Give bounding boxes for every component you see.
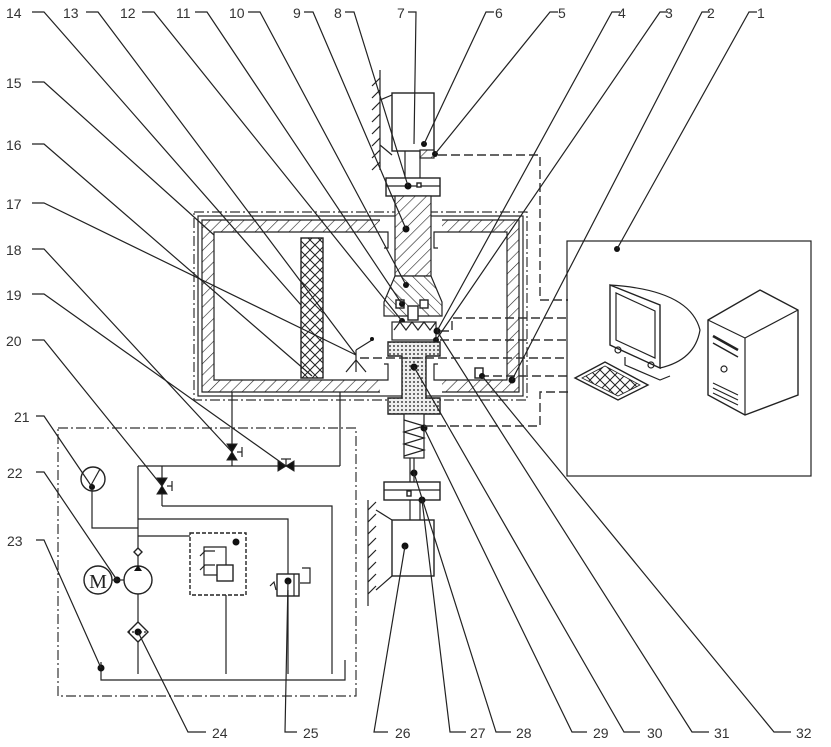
label-23: 23 bbox=[7, 533, 23, 549]
label-5: 5 bbox=[558, 5, 566, 21]
computer-box bbox=[566, 240, 812, 477]
label-24: 24 bbox=[212, 725, 228, 741]
label-20: 20 bbox=[6, 333, 22, 349]
label-13: 13 bbox=[63, 5, 79, 21]
sensor-stand bbox=[345, 337, 374, 373]
motor-symbol: M bbox=[89, 571, 107, 593]
bottom-actuator bbox=[391, 519, 435, 577]
label-29: 29 bbox=[593, 725, 609, 741]
load-cell bbox=[387, 341, 441, 415]
label-7: 7 bbox=[397, 5, 405, 21]
hydraulic-unit: M bbox=[57, 427, 357, 697]
valve-20[interactable] bbox=[156, 477, 173, 495]
bottom-plate bbox=[383, 481, 441, 501]
displacement-sensor-top bbox=[419, 149, 435, 159]
label-15: 15 bbox=[6, 75, 22, 91]
pressure-gauge bbox=[80, 466, 138, 529]
insulation-panel bbox=[300, 237, 324, 379]
label-11: 11 bbox=[176, 5, 191, 21]
callout-labels: 14 13 12 11 10 9 8 7 6 5 4 3 2 1 15 16 1… bbox=[6, 5, 812, 741]
label-4: 4 bbox=[618, 5, 626, 21]
label-17: 17 bbox=[6, 196, 22, 212]
label-32: 32 bbox=[796, 725, 812, 741]
temperature-sensor bbox=[474, 367, 484, 379]
label-18: 18 bbox=[6, 242, 22, 258]
valve-18[interactable] bbox=[226, 443, 243, 461]
signal-lines bbox=[360, 154, 568, 427]
leader-lines bbox=[32, 11, 791, 733]
label-2: 2 bbox=[707, 5, 715, 21]
label-22: 22 bbox=[7, 465, 23, 481]
label-28: 28 bbox=[516, 725, 532, 741]
label-25: 25 bbox=[303, 725, 319, 741]
label-31: 31 bbox=[714, 725, 730, 741]
label-6: 6 bbox=[495, 5, 503, 21]
top-plate bbox=[385, 177, 441, 197]
label-16: 16 bbox=[6, 137, 22, 153]
label-30: 30 bbox=[647, 725, 663, 741]
label-19: 19 bbox=[6, 287, 22, 303]
label-21: 21 bbox=[14, 409, 30, 425]
label-9: 9 bbox=[293, 5, 301, 21]
valve-19[interactable] bbox=[277, 458, 295, 472]
label-14: 14 bbox=[6, 5, 22, 21]
label-27: 27 bbox=[470, 725, 486, 741]
computer-icon bbox=[573, 283, 799, 416]
label-3: 3 bbox=[665, 5, 673, 21]
label-1: 1 bbox=[757, 5, 765, 21]
label-26: 26 bbox=[395, 725, 411, 741]
label-12: 12 bbox=[120, 5, 136, 21]
label-8: 8 bbox=[334, 5, 342, 21]
top-actuator bbox=[391, 92, 435, 152]
loading-column bbox=[367, 70, 443, 606]
label-10: 10 bbox=[229, 5, 245, 21]
